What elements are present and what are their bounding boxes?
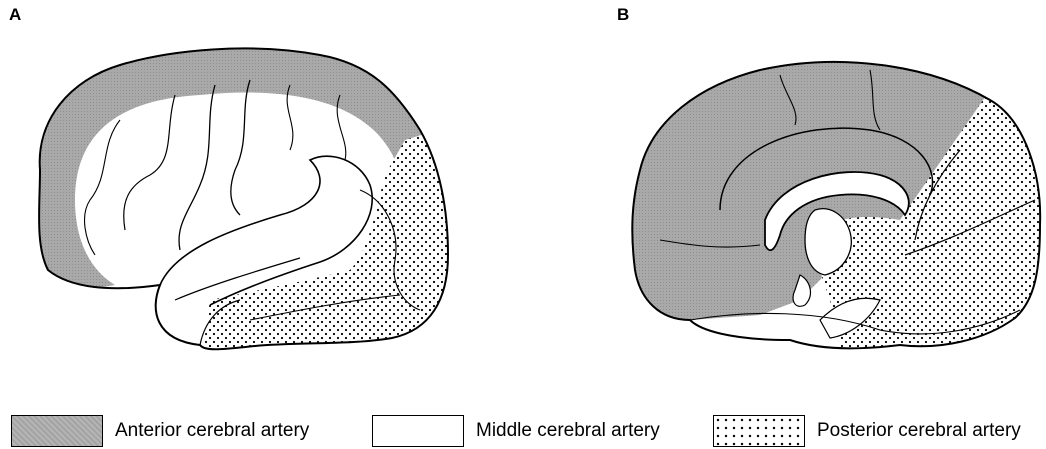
legend-label-middle: Middle cerebral artery [476,420,660,442]
legend-swatch-posterior [713,415,805,447]
legend-label-posterior: Posterior cerebral artery [817,420,1021,442]
legend-swatch-middle [372,415,464,447]
brain-territories-figure [0,0,1046,410]
legend-item-middle: Middle cerebral artery [372,414,660,448]
legend-item-anterior: Anterior cerebral artery [11,414,309,448]
legend-swatch-anterior [11,415,103,447]
lateral-brain-view [0,30,470,370]
legend-label-anterior: Anterior cerebral artery [115,420,309,442]
medial-brain-view [620,40,1046,370]
legend-item-posterior: Posterior cerebral artery [713,414,1021,448]
